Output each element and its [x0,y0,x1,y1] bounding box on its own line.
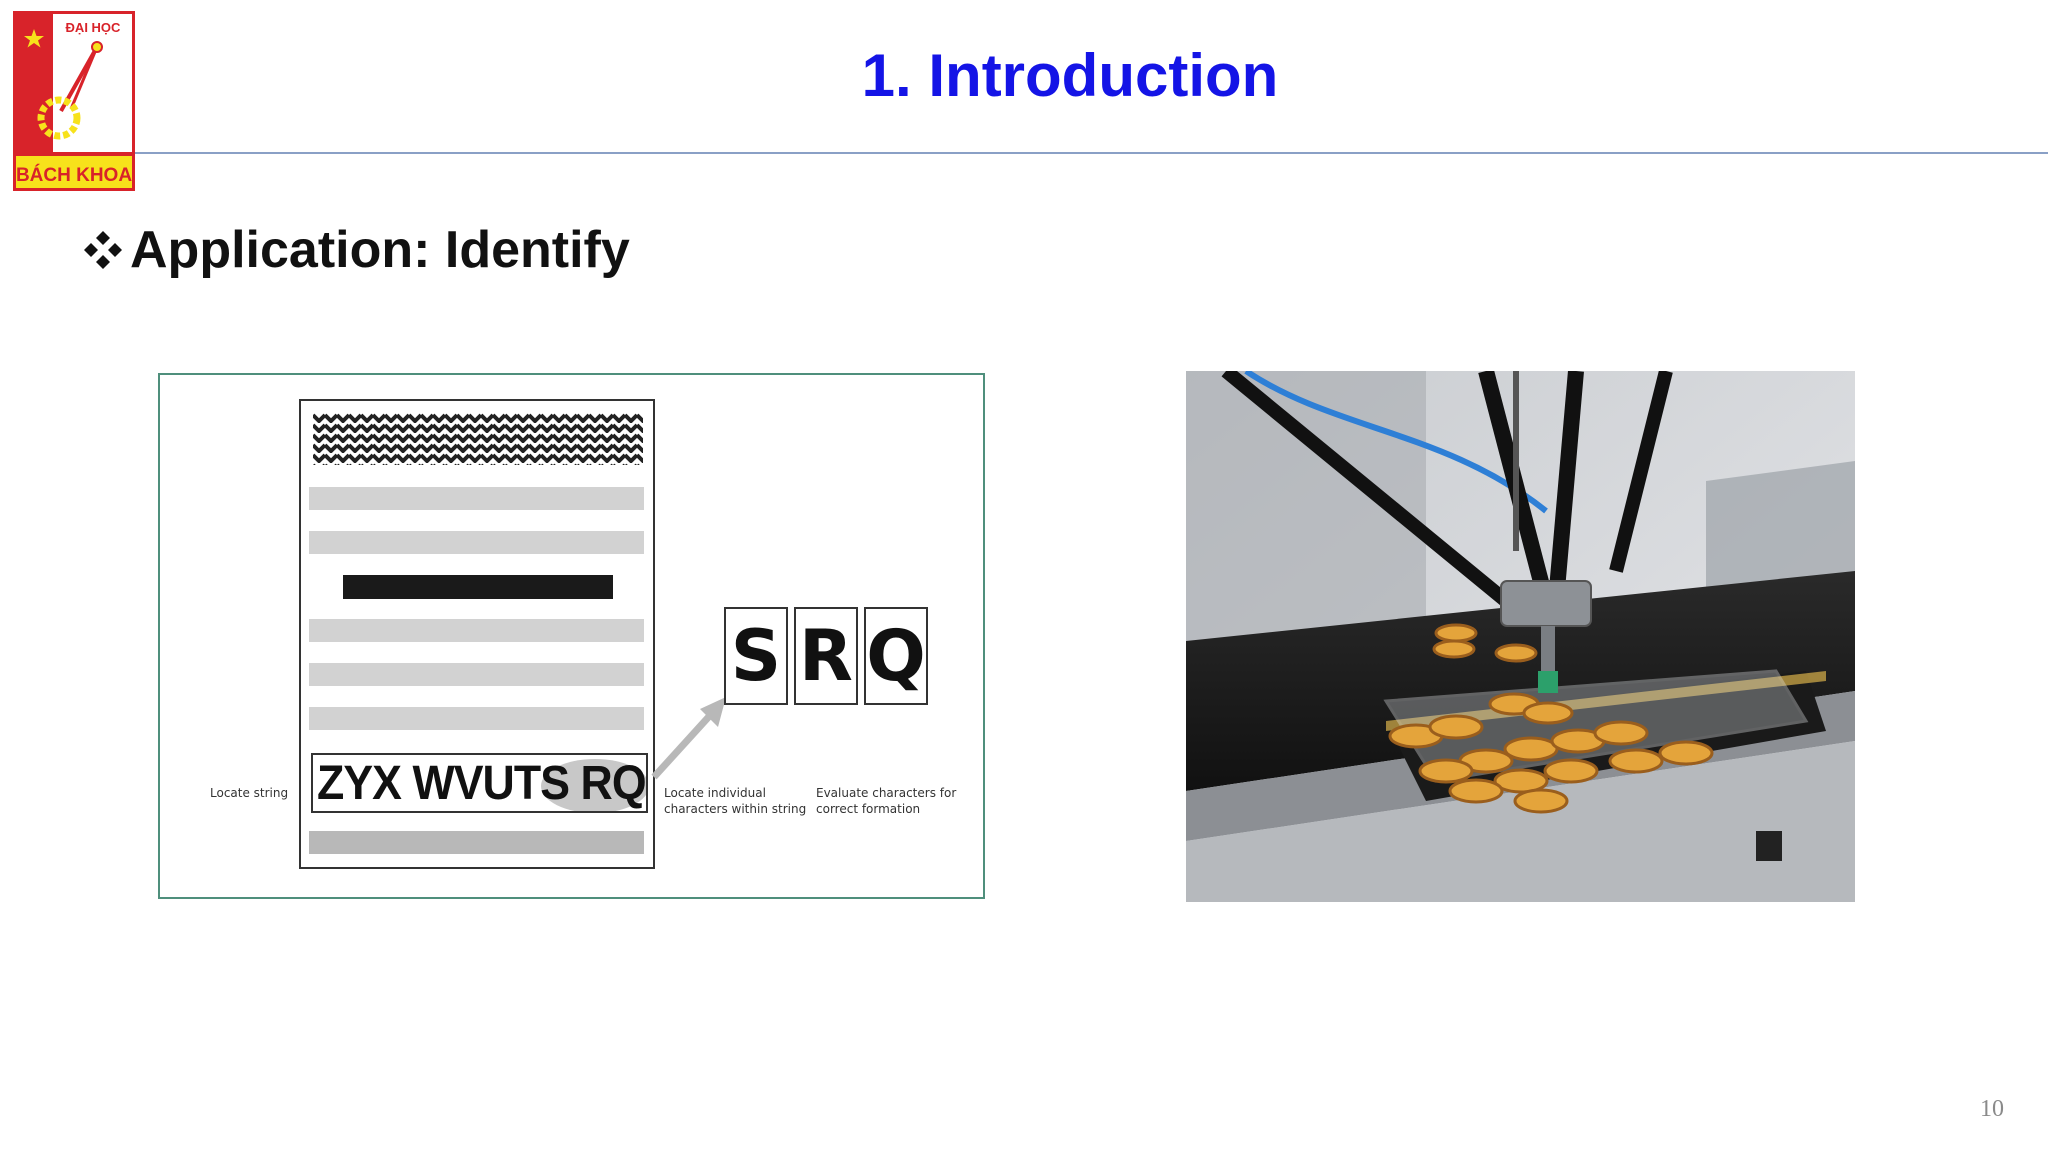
page-number: 10 [1980,1096,2004,1122]
text-line-placeholder [309,831,644,854]
star-icon [24,29,44,48]
text-line-placeholder [309,531,644,554]
ocr-string-text: ZYX WVUTS RQ [317,757,646,810]
caption-evaluate-characters: Evaluate characters for correct formatio… [816,785,956,817]
located-string-box: ZYX WVUTS RQ [311,753,648,813]
selection-ellipse [541,759,646,811]
university-logo: ĐẠI HỌC BÁCH KHOA [13,11,135,191]
character-box-r: R [794,607,858,705]
document-card: ZYX WVUTS RQ [299,399,655,869]
title-divider [135,152,2048,154]
text-line-placeholder [309,487,644,510]
caption-line: characters within string [664,802,807,816]
heading-text: Application: Identify [130,221,630,279]
caption-locate-string: Locate string [210,786,289,800]
arrow-icon [651,697,726,780]
logo-top-text: ĐẠI HỌC [66,20,122,35]
barcode-pattern [313,413,643,465]
character-box-q: Q [864,607,928,705]
character-box-s: S [724,607,788,705]
robot-cookie-picking-photo [1186,371,1855,902]
text-line-placeholder [309,663,644,686]
slide-title: 1. Introduction [861,42,1279,109]
text-line-placeholder [309,619,644,642]
text-line-placeholder [309,707,644,730]
caption-locate-characters: Locate individual characters within stri… [664,785,806,817]
logo-bottom-text: BÁCH KHOA [16,164,132,186]
caption-line: Evaluate characters for [816,786,957,800]
highlight-line [343,575,613,599]
caption-line: correct formation [816,802,921,816]
caption-line: Locate individual [664,786,766,800]
bullet-heading: Application: Identify [82,218,630,282]
four-diamond-bullet-icon [84,231,122,269]
ocr-illustration: ZYX WVUTS RQ S R Q Locate string Locate … [158,373,985,899]
